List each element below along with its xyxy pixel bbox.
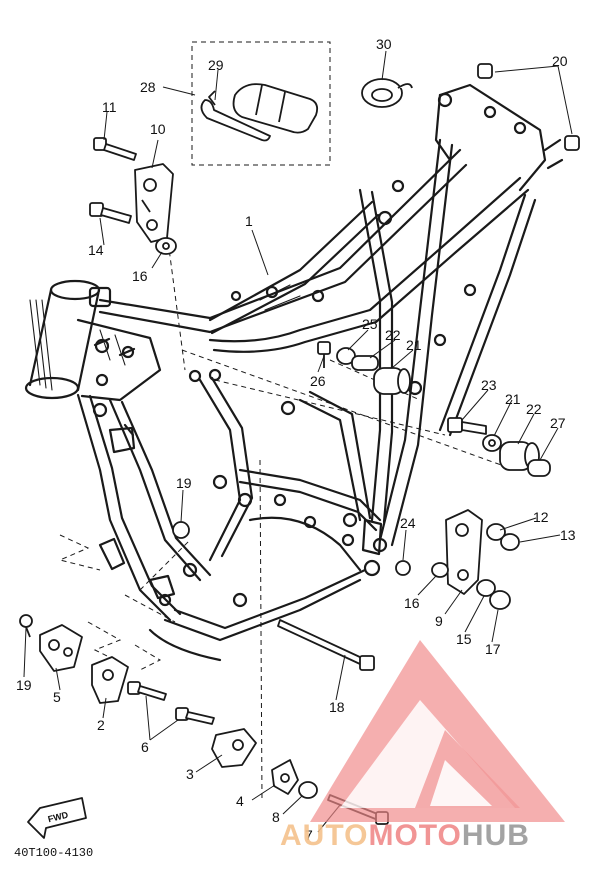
- fwd-arrow-icon: FWD: [27, 797, 87, 839]
- part-24-nut: [395, 560, 411, 576]
- automotohub-watermark: AUTOMOTOHUB: [280, 640, 565, 852]
- part-9-engine-bracket-right: [445, 509, 483, 595]
- part-4-bracket: [271, 759, 299, 795]
- main-frame: [24, 83, 564, 662]
- callout-2: 2: [97, 717, 105, 733]
- part-12-washer: [486, 523, 506, 541]
- callout-5: 5: [53, 689, 61, 705]
- part-19-nut-center: [172, 521, 190, 539]
- callout-21-lower: 21: [505, 391, 521, 407]
- part-18-long-bolt: [277, 619, 375, 671]
- part-2-engine-bracket: [91, 656, 129, 704]
- part-14-bolt: [89, 202, 132, 224]
- part-6-bolts: [127, 681, 215, 725]
- callout-30: 30: [376, 36, 392, 52]
- callout-8: 8: [272, 809, 280, 825]
- part-11-bolt: [93, 137, 137, 161]
- part-5-engine-bracket-left: [39, 624, 83, 672]
- part-16-washer-upper: [155, 237, 177, 255]
- part-15-washer: [476, 579, 496, 597]
- part-22-spacer-upper: [351, 355, 379, 371]
- part-21-bushing-upper: [373, 367, 411, 395]
- callout-28: 28: [140, 79, 156, 95]
- callout-25: 25: [362, 316, 378, 332]
- callout-19-center: 19: [176, 475, 192, 491]
- part-29-tool-pouch: [232, 83, 319, 134]
- part-26-bolt: [317, 341, 331, 368]
- part-19-bolt-left: [19, 614, 33, 638]
- svg-text:AUTOMOTOHUB: AUTOMOTOHUB: [280, 819, 530, 852]
- part-27-collar: [527, 459, 551, 477]
- watermark-logo-inner-cutout: [430, 760, 492, 806]
- callout-13: 13: [560, 527, 576, 543]
- callout-10: 10: [150, 121, 166, 137]
- part-17-nut: [489, 590, 511, 610]
- drawing-code: 40T100-4130: [14, 846, 93, 860]
- watermark-text-moto: MOTO: [368, 819, 461, 852]
- callout-22-lower: 22: [526, 401, 542, 417]
- callout-9: 9: [435, 613, 443, 629]
- part-23-bolt: [447, 417, 487, 435]
- callout-12: 12: [533, 509, 549, 525]
- part-10-engine-bracket-upper: [134, 163, 174, 243]
- part-3-engine-bracket: [211, 728, 257, 768]
- part-20-caps: [477, 63, 580, 151]
- callout-27: 27: [550, 415, 566, 431]
- callout-16-lower: 16: [404, 595, 420, 611]
- callout-4: 4: [236, 793, 244, 809]
- watermark-text-hub: HUB: [462, 819, 530, 852]
- callout-3: 3: [186, 766, 194, 782]
- part-13-nut: [500, 533, 520, 551]
- callout-20: 20: [552, 53, 568, 69]
- watermark-text-auto: AUTO: [280, 819, 368, 852]
- callout-18: 18: [329, 699, 345, 715]
- callout-29: 29: [208, 57, 224, 73]
- part-8-collar: [298, 781, 318, 799]
- callout-15: 15: [456, 631, 472, 647]
- frame-shading: [29, 284, 301, 391]
- part-30-clamp: [361, 78, 413, 108]
- callout-26: 26: [310, 373, 326, 389]
- callout-17: 17: [485, 641, 501, 657]
- callout-23: 23: [481, 377, 497, 393]
- fwd-label: FWD: [47, 810, 70, 825]
- callout-14: 14: [88, 242, 104, 258]
- callout-22-upper: 22: [385, 327, 401, 343]
- callout-7: 7: [305, 827, 313, 843]
- part-16-washer-lower: [431, 562, 449, 578]
- part-21-washer-lower: [482, 434, 502, 452]
- accessory-box: [191, 41, 331, 166]
- part-29-tool-wrench: [200, 90, 271, 142]
- callout-24: 24: [400, 515, 416, 531]
- callout-1: 1: [245, 213, 253, 229]
- leader-lines: [23, 50, 573, 833]
- callout-21-upper: 21: [406, 337, 422, 353]
- callout-numbers: 1 2 3 4 5 6 7 8 9 10 11 12 13 14 15 16 1…: [16, 36, 576, 843]
- callout-19-left: 19: [16, 677, 32, 693]
- callout-16-upper: 16: [132, 268, 148, 284]
- callout-11: 11: [102, 99, 117, 115]
- callout-6: 6: [141, 739, 149, 755]
